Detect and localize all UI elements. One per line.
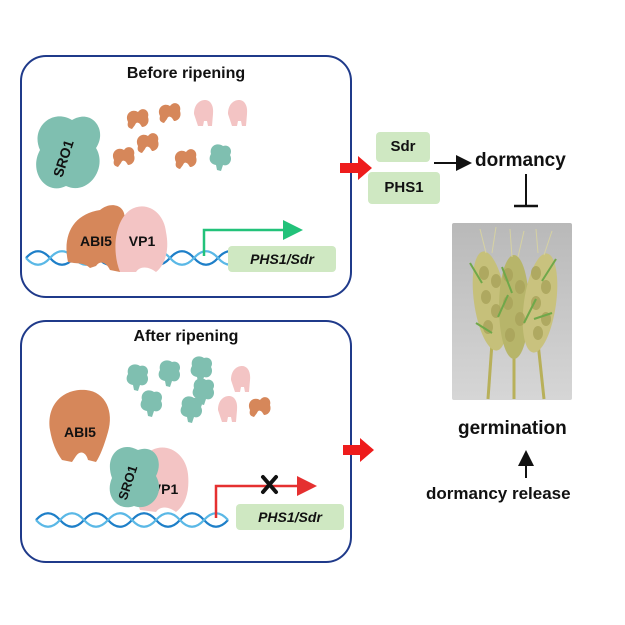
phs1-gene-box: PHS1 — [368, 172, 440, 204]
red-arrow-icon — [343, 438, 374, 462]
vp1-label-before: VP1 — [129, 233, 156, 249]
sro1-molecule — [126, 364, 149, 391]
germination-label: germination — [458, 418, 567, 439]
abi5-molecule — [174, 149, 197, 169]
vp1-molecule — [231, 366, 251, 392]
abi5-molecule — [248, 397, 271, 417]
dormancy-label: dormancy — [475, 150, 566, 171]
phs1-sdr-gene-box-after: PHS1/Sdr — [236, 504, 344, 530]
abi5-protein-before: ABI5 — [66, 205, 127, 272]
sro1-molecule — [158, 360, 181, 387]
sdr-gene-box: Sdr — [376, 132, 430, 162]
abi5-protein-after: ABI5 — [49, 389, 110, 462]
sro1-protein-after: SRO1 — [109, 446, 160, 508]
free-proteins-before — [112, 100, 248, 171]
abi5-label-before: ABI5 — [80, 233, 112, 249]
sro1-molecule — [180, 396, 203, 423]
vp1-molecule — [228, 100, 248, 126]
sro1-molecule — [140, 390, 163, 417]
phs1-sdr-gene-box-before: PHS1/Sdr — [228, 246, 336, 272]
abi5-molecule — [126, 109, 149, 129]
abi5-molecule — [112, 147, 135, 167]
dormancy-release-label: dormancy release — [426, 484, 571, 503]
sro1-protein-before: SRO1 — [36, 116, 101, 189]
after-ripening-title: After ripening — [133, 328, 239, 345]
sro1-molecule — [190, 356, 213, 383]
transcription-arrow-active — [202, 220, 303, 256]
abi5-molecule — [158, 103, 181, 123]
transcription-arrow-blocked — [214, 476, 317, 518]
wheat-photo — [452, 223, 572, 400]
abi5-molecule — [136, 133, 159, 153]
vp1-molecule — [218, 396, 238, 422]
free-proteins-after — [126, 356, 271, 423]
vp1-protein-before: VP1 — [115, 206, 168, 272]
cross-icon — [261, 475, 278, 494]
abi5-label-after: ABI5 — [64, 424, 96, 440]
vp1-molecule — [194, 100, 214, 126]
red-arrow-icon — [340, 156, 372, 180]
before-ripening-title: Before ripening — [126, 65, 246, 82]
inhibition-bar-icon — [514, 174, 538, 208]
dna-helix-after — [35, 512, 229, 528]
sro1-molecule — [209, 144, 232, 171]
